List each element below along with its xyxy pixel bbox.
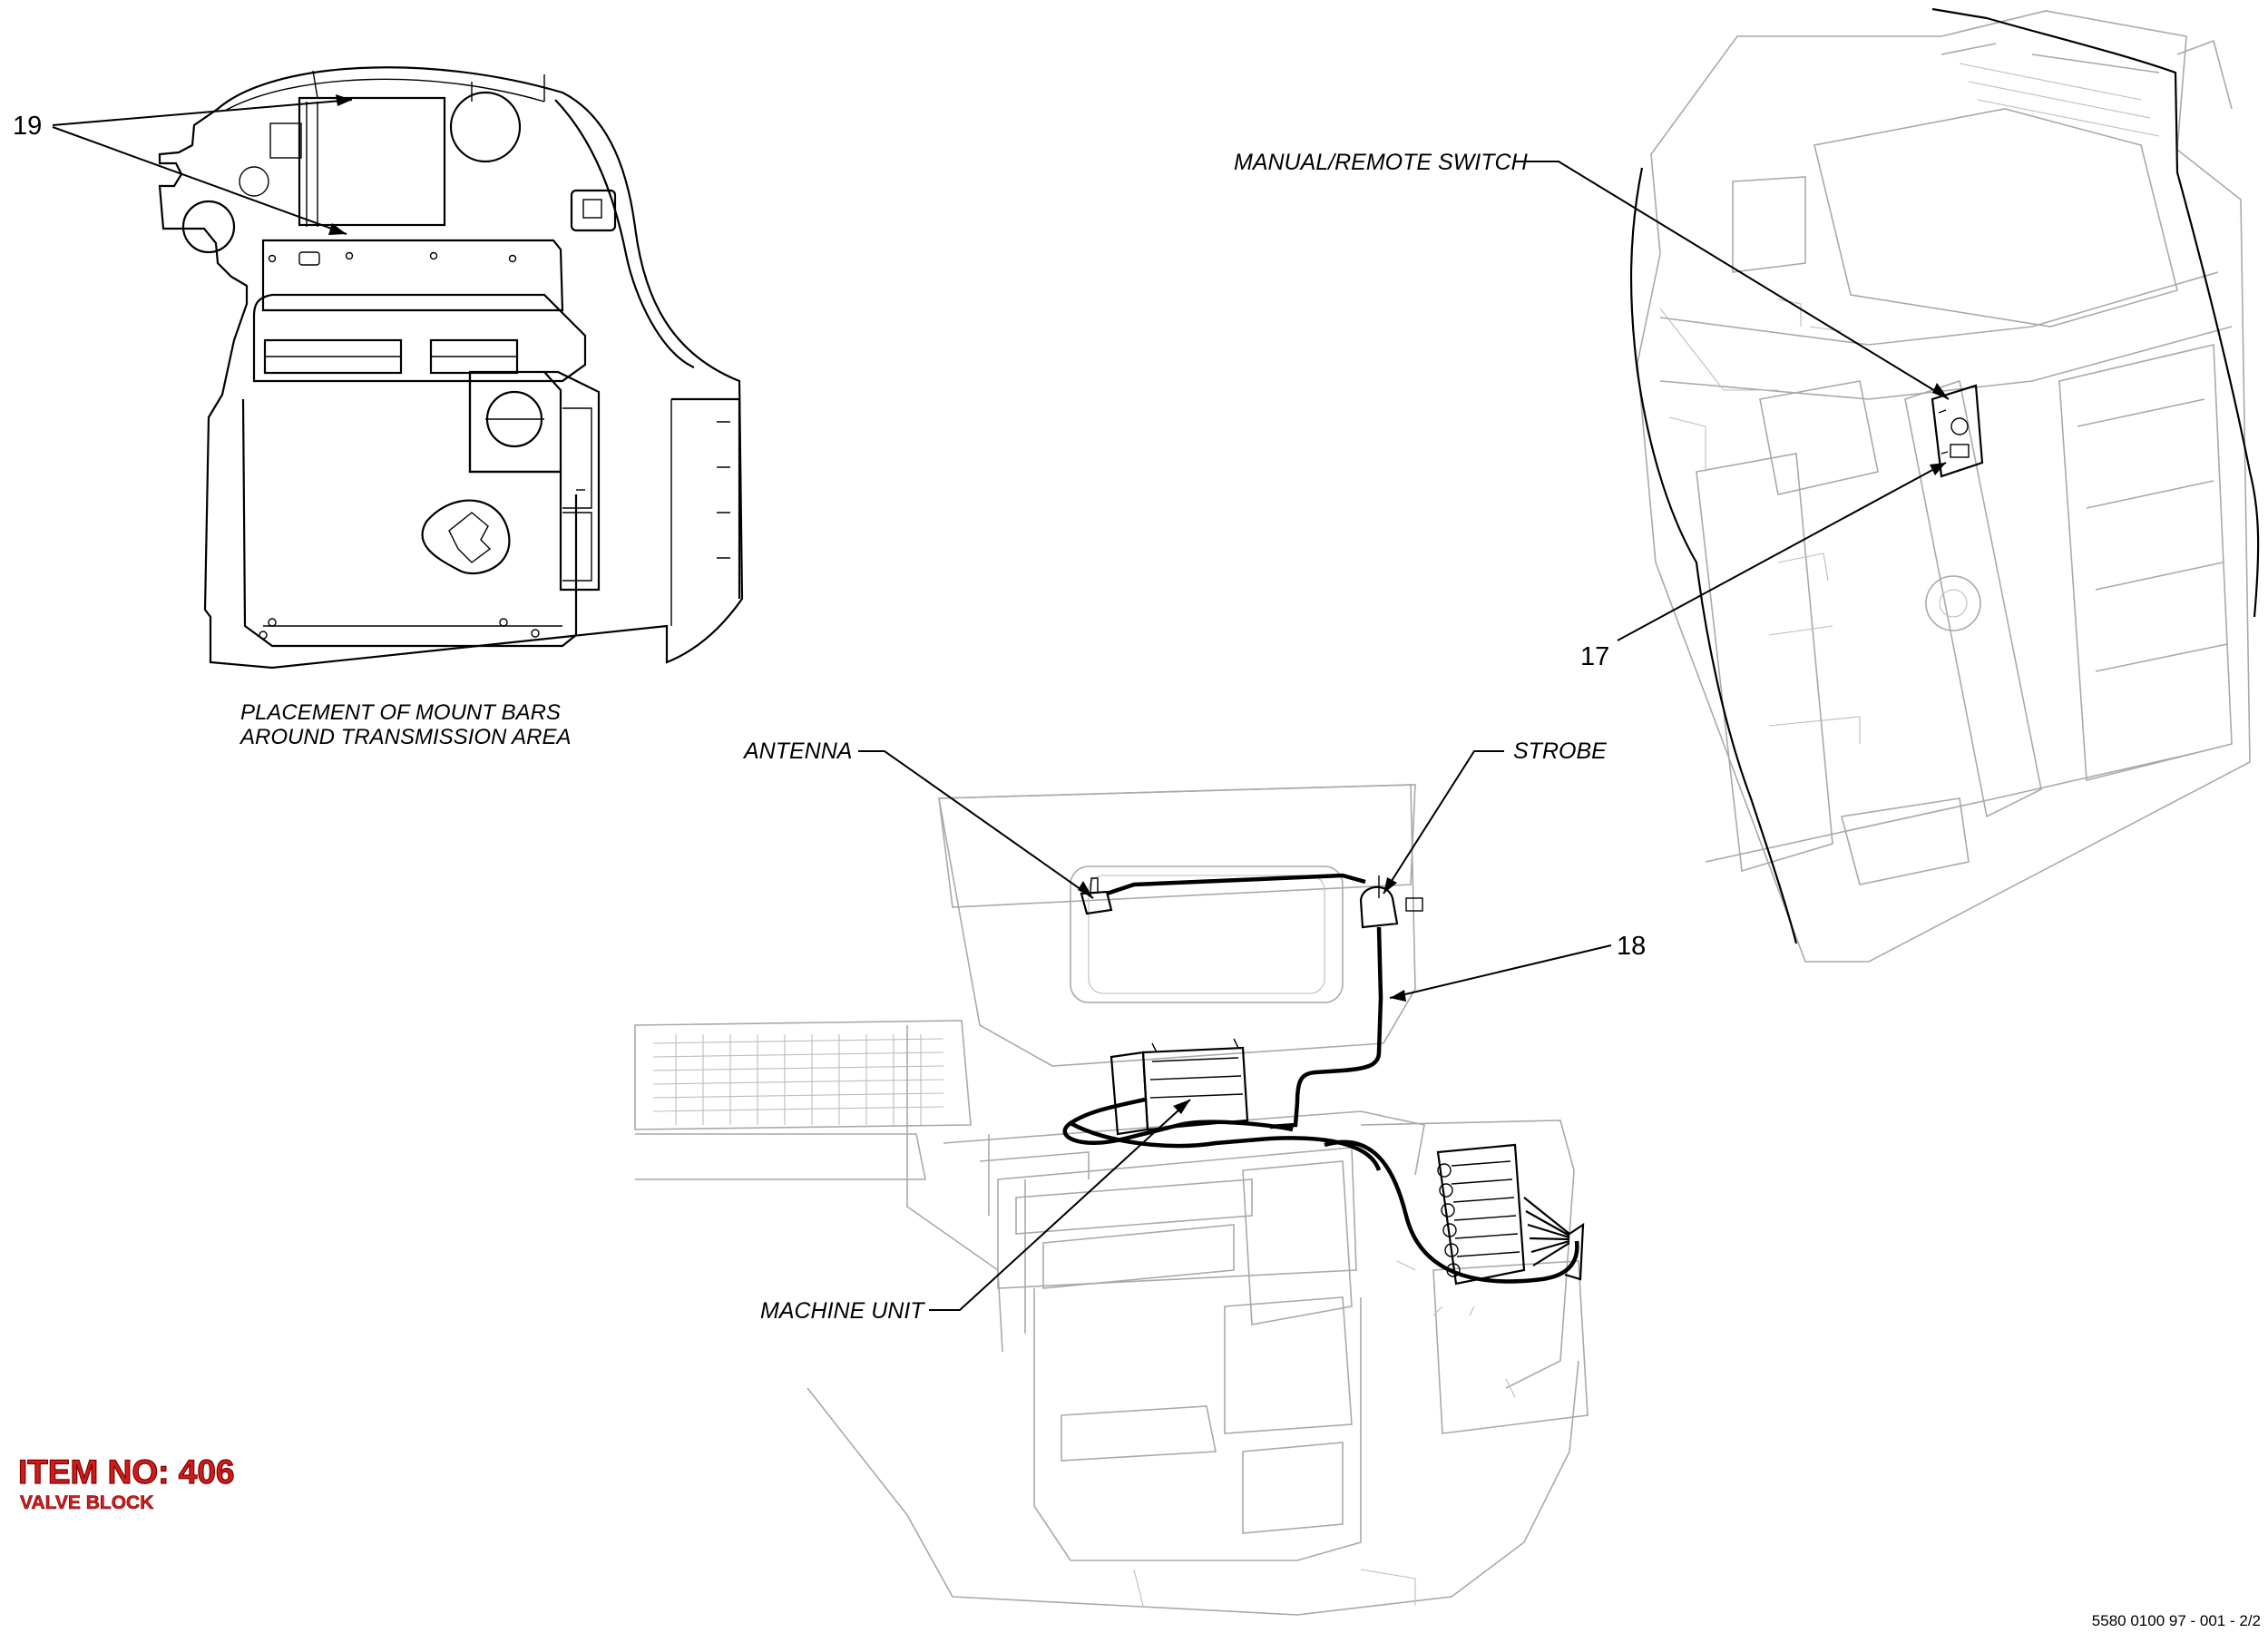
valve-block	[1324, 1139, 1585, 1286]
caption-line-2: AROUND TRANSMISSION AREA	[239, 725, 572, 749]
callout-18-label: 18	[1617, 932, 1646, 961]
strobe	[1359, 875, 1423, 929]
callout-19-label: 19	[13, 112, 42, 141]
item-description: VALVE BLOCK	[20, 1492, 153, 1513]
mount-bar-holes	[268, 251, 517, 266]
caption-line-1: PLACEMENT OF MOUNT BARS	[240, 700, 561, 725]
cab-view	[1629, 7, 2260, 963]
machine-unit	[1110, 1038, 1249, 1136]
manual-remote-switch-label: MANUAL/REMOTE SWITCH	[1234, 150, 1529, 175]
machine-unit-label: MACHINE UNIT	[760, 1298, 925, 1324]
callout-manual-remote-switch: MANUAL/REMOTE SWITCH	[1234, 150, 1950, 400]
item-number: ITEM NO: 406	[18, 1453, 235, 1491]
callout-antenna: ANTENNA	[742, 738, 1094, 899]
callout-17-label: 17	[1580, 642, 1609, 671]
callout-18: 18	[1389, 932, 1646, 1002]
manual-remote-switch	[1931, 384, 1984, 478]
callout-19: 19	[13, 94, 353, 235]
wiring-harness	[1062, 873, 1383, 1171]
callout-machine-unit: MACHINE UNIT	[760, 1099, 1191, 1324]
callout-17: 17	[1580, 462, 1947, 671]
callout-strobe: STROBE	[1383, 738, 1607, 895]
transmission-area-view	[158, 66, 744, 670]
grille	[652, 1034, 944, 1125]
antenna-label: ANTENNA	[742, 738, 852, 764]
machine-view	[634, 784, 1589, 1616]
antenna	[1080, 877, 1113, 915]
item-stamp: ITEM NO: 406 VALVE BLOCK	[17, 1452, 235, 1513]
document-reference: 5580 0100 97 - 001 - 2/2	[2092, 1612, 2261, 1629]
view-caption: PLACEMENT OF MOUNT BARS AROUND TRANSMISS…	[239, 700, 572, 749]
strobe-label: STROBE	[1513, 738, 1607, 764]
